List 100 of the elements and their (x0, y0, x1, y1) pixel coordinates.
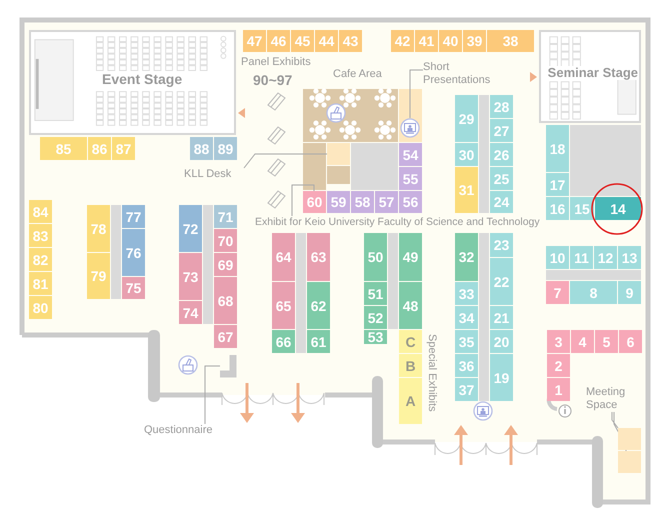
booth: 29 (455, 95, 478, 142)
stage-title: Event Stage (101, 72, 184, 88)
booth: 6 (619, 330, 642, 353)
booth: 67 (214, 325, 237, 348)
booth: 31 (455, 167, 478, 213)
booth: 39 (463, 30, 486, 52)
booth: 44 (315, 30, 338, 52)
booth: 10 (546, 246, 569, 269)
booth: 20 (490, 330, 513, 353)
booth: 11 (570, 246, 593, 269)
booth: 16 (546, 197, 569, 220)
booth: 22 (490, 258, 513, 305)
booth: 82 (29, 248, 52, 271)
booth: 72 (179, 205, 202, 252)
booth: C (399, 330, 422, 353)
booth: 34 (455, 306, 478, 329)
area-label: Exhibit for Keio University Faculty of Science and Technology (255, 216, 547, 230)
area-title: Cafe Area (333, 68, 382, 80)
booth: 26 (490, 143, 513, 166)
booth: 57 (375, 191, 398, 213)
booth: 53 (364, 330, 387, 344)
booth: 81 (29, 272, 52, 295)
leader-line (292, 184, 314, 216)
booth: 9 (618, 281, 641, 304)
booth: 80 (29, 296, 52, 319)
booth: 17 (546, 173, 569, 196)
booth: 35 (455, 330, 478, 353)
booth: B (399, 354, 422, 377)
booth: 73 (179, 253, 202, 300)
booth: 7 (546, 281, 569, 304)
booth: 21 (490, 306, 513, 329)
leader-line (614, 412, 626, 452)
booth: 8 (570, 281, 617, 304)
area-label: Meeting Space (586, 386, 642, 412)
monitor-icon (400, 118, 420, 138)
booth: 61 (307, 330, 330, 353)
booth: 42 (391, 30, 414, 52)
booth: 69 (214, 253, 237, 276)
leader-line (244, 154, 328, 168)
booth: 84 (29, 200, 52, 223)
booth: 65 (272, 282, 295, 329)
booth: 79 (87, 253, 110, 299)
booth: 63 (307, 233, 330, 281)
booth: 4 (571, 330, 594, 353)
stage-title: Seminar Stage (546, 66, 639, 80)
booth: 25 (490, 167, 513, 190)
booth: 13 (618, 246, 641, 269)
booth: 14 (595, 197, 641, 220)
booth-range: 90~97 (253, 73, 292, 88)
booth: 88 (190, 137, 213, 160)
area-label: Short Presentations (423, 61, 503, 87)
meeting-table (618, 451, 641, 473)
booth: 86 (88, 137, 111, 160)
area-label: Questionnaire (144, 424, 232, 439)
booth: A (399, 378, 422, 424)
booth: 36 (455, 354, 478, 377)
booth: 85 (40, 137, 87, 160)
booth: 45 (291, 30, 314, 52)
booth: 41 (415, 30, 438, 52)
booth: 48 (399, 282, 422, 329)
leader-line (204, 366, 220, 424)
booth: 49 (399, 233, 422, 281)
booth: 32 (455, 233, 478, 281)
booth: 75 (122, 277, 145, 299)
booth: 83 (29, 224, 52, 247)
booth: 12 (594, 246, 617, 269)
booth: 64 (272, 233, 295, 281)
booth: 89 (214, 137, 237, 160)
booth: 66 (272, 330, 295, 353)
booth: 18 (546, 125, 569, 172)
booth: 28 (490, 95, 513, 118)
booth: 30 (455, 143, 478, 166)
booth: 27 (490, 119, 513, 142)
booth: 24 (490, 191, 513, 213)
booth: 43 (339, 30, 362, 52)
booth: 15 (570, 197, 594, 220)
area-label: Panel Exhibits (241, 56, 311, 68)
partition-wall (220, 355, 237, 378)
booth: 38 (487, 30, 534, 52)
booth: 5 (595, 330, 618, 353)
booth: 71 (214, 205, 237, 228)
leader-line (410, 70, 424, 118)
booth: 2 (547, 354, 570, 377)
booth: 46 (267, 30, 290, 52)
booth: 56 (399, 191, 422, 213)
booth: 54 (399, 143, 422, 166)
booth: 51 (364, 282, 387, 305)
booth: 55 (399, 167, 422, 190)
booth: 87 (112, 137, 135, 160)
booth: 50 (364, 233, 387, 281)
booth: 33 (455, 282, 478, 305)
booth: 58 (351, 191, 374, 213)
booth: 23 (490, 233, 513, 257)
desk (327, 143, 350, 165)
booth: 52 (364, 306, 387, 329)
booth: 1 (547, 378, 570, 401)
booth: 47 (243, 30, 266, 52)
booth: 77 (122, 205, 145, 228)
booth: 76 (122, 229, 145, 276)
booth: 70 (214, 229, 237, 252)
